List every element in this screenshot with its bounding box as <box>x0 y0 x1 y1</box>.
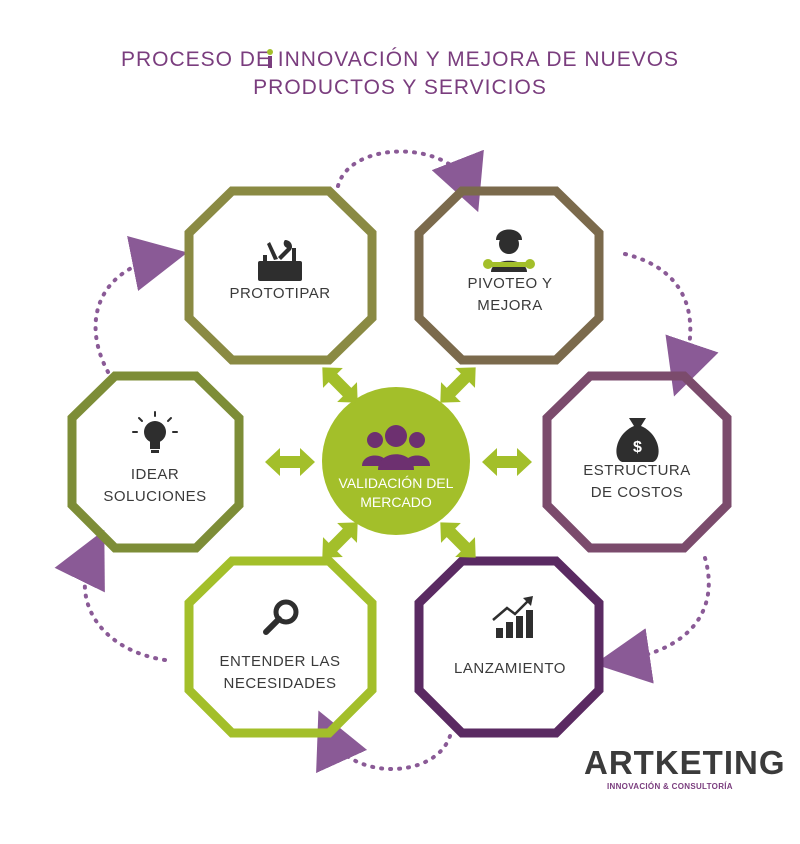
stage-prototipar-line1: PROTOTIPAR <box>229 285 331 302</box>
stage-lanzamiento-line1: LANZAMIENTO <box>454 660 566 677</box>
double-arrow-bottom-right <box>440 522 476 558</box>
hexagon-lanzamiento <box>414 556 604 738</box>
svg-text:$: $ <box>633 439 642 456</box>
center-label-line2: MERCADO <box>360 494 432 510</box>
stage-pivoteo-line1: PIVOTEO Y <box>467 275 553 292</box>
stage-entender-label: ENTENDER LAS NECESIDADES <box>200 651 360 695</box>
center-label: VALIDACIÓN DEL MERCADO <box>326 474 466 512</box>
cycle-connectors <box>54 149 719 774</box>
stage-pivoteo-label: PIVOTEO Y MEJORA <box>430 273 590 317</box>
lightbulb-icon <box>132 411 178 453</box>
artketing-logo: ARTKETING <box>584 744 786 781</box>
double-arrow-left <box>265 448 315 476</box>
center-label-line1: VALIDACIÓN DEL <box>338 475 454 491</box>
title-figure-icon <box>267 49 273 68</box>
hexagon-prototipar <box>184 186 377 365</box>
cycle-arrow-top-right <box>623 252 719 397</box>
stage-estructura-label: ESTRUCTURA DE COSTOS <box>562 460 712 504</box>
double-arrow-bottom-left <box>322 522 358 558</box>
double-arrow-right <box>482 448 532 476</box>
cycle-arrow-bottom-left <box>54 529 167 662</box>
center-arrows <box>265 367 532 558</box>
double-arrow-top-right <box>440 367 476 403</box>
stage-estructura-line1: ESTRUCTURA <box>583 462 691 479</box>
stage-entender-line1: ENTENDER LAS <box>219 653 341 670</box>
hexagon-idear <box>67 371 244 553</box>
artketing-tagline: INNOVACIÓN & CONSULTORÍA <box>607 782 733 791</box>
magnifier-icon <box>263 599 299 635</box>
stage-idear-line1: IDEAR <box>130 466 180 483</box>
stage-prototipar-label: PROTOTIPAR <box>200 283 360 305</box>
stage-lanzamiento-label: LANZAMIENTO <box>430 658 590 680</box>
double-arrow-top-left <box>322 367 358 403</box>
hexagon-pivoteo <box>414 186 604 365</box>
hexagon-entender <box>184 556 377 738</box>
cycle-arrow-bottom <box>316 710 452 774</box>
cycle-arrow-top-left <box>93 236 188 374</box>
stage-entender-line2: NECESIDADES <box>223 675 337 692</box>
worker-wrench-icon <box>483 229 535 272</box>
cycle-arrow-top <box>336 149 484 213</box>
toolbox-icon <box>258 240 302 281</box>
growth-chart-icon <box>492 596 533 638</box>
hexagon-estructura <box>542 371 732 553</box>
stage-estructura-line2: DE COSTOS <box>590 484 684 501</box>
cycle-arrow-bottom-right <box>594 556 711 684</box>
diagram-title-line-1: PROCESO DE INNOVACIÓN Y MEJORA DE NUEVOS <box>120 48 680 71</box>
diagram-title-line-2: PRODUCTOS Y SERVICIOS <box>253 76 547 99</box>
stage-idear-label: IDEAR SOLUCIONES <box>80 464 230 508</box>
stage-pivoteo-line2: MEJORA <box>477 297 543 314</box>
stage-idear-line2: SOLUCIONES <box>103 488 207 505</box>
people-group-icon <box>362 425 430 470</box>
money-bag-icon: $ <box>616 418 659 462</box>
